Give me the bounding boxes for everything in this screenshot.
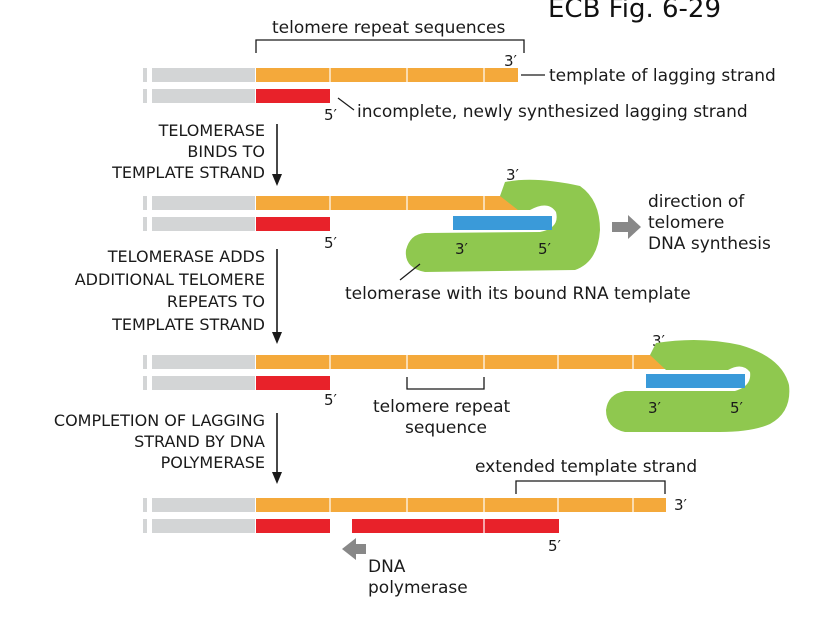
label-repeat-seq-1: telomere repeat [373, 397, 510, 417]
repeat-bracket [255, 39, 525, 53]
label-dna-pol-1: DNA [368, 557, 406, 577]
step-2: TELOMERASE ADDS ADDITIONAL TELOMERE REPE… [75, 247, 282, 344]
lagging-strand [256, 217, 330, 231]
chromosome-bottom [152, 89, 255, 103]
step-3: COMPLETION OF LAGGING STRAND BY DNA POLY… [54, 411, 282, 484]
step-2-line-4: TEMPLATE STRAND [111, 315, 265, 334]
label-repeat-seq-2: sequence [405, 418, 487, 438]
step-1: TELOMERASE BINDS TO TEMPLATE STRAND [111, 121, 282, 186]
prime-5-row2: 5′ [324, 234, 338, 252]
prime-5-row4: 5′ [548, 537, 562, 555]
step-1-line-3: TEMPLATE STRAND [111, 163, 265, 182]
step-2-line-1: TELOMERASE ADDS [107, 247, 265, 266]
leader-line [399, 263, 421, 281]
template-strand [256, 196, 518, 210]
row-4-completed: extended template strand 3′ 5′ DNA polym… [143, 457, 697, 598]
row-2-telomerase-binds: 3′ 5′ 3′ 5′ direction of telomere DNA sy… [143, 166, 771, 304]
chromosome-top [152, 498, 255, 512]
chromosome-break-top [143, 498, 147, 512]
label-telomere-repeat-sequences: telomere repeat sequences [272, 18, 505, 38]
prime-3-row2: 3′ [506, 166, 520, 184]
prime-5-rna-row2: 5′ [538, 240, 552, 258]
label-direction-2: telomere [648, 213, 724, 233]
step-1-line-1: TELOMERASE [158, 121, 265, 140]
row-3-extended: 3′ 5′ 3′ 5′ telomere repeat sequence [143, 332, 790, 438]
label-incomplete-lagging: incomplete, newly synthesized lagging st… [357, 102, 748, 122]
chromosome-break-top [143, 68, 147, 82]
chromosome-break-bottom [143, 376, 147, 390]
prime-3-row1: 3′ [504, 52, 518, 70]
rna-template [646, 374, 745, 388]
lagging-strand [256, 519, 330, 533]
prime-3-row4: 3′ [674, 496, 688, 514]
label-direction-3: DNA synthesis [648, 234, 771, 254]
chromosome-top [152, 355, 255, 369]
lagging-strand [256, 89, 330, 103]
label-direction-1: direction of [648, 192, 745, 212]
chromosome-bottom [152, 519, 255, 533]
repeat-bracket [406, 377, 485, 390]
row-1-initial-dna: telomere repeat sequences 3′ 5′ template… [143, 18, 776, 124]
chromosome-break-bottom [143, 519, 147, 533]
step-2-line-3: REPEATS TO [167, 292, 265, 311]
chromosome-bottom [152, 217, 255, 231]
template-strand [256, 68, 518, 82]
template-strand [256, 498, 666, 512]
polymerase-direction-arrow [342, 538, 366, 560]
chromosome-break-bottom [143, 89, 147, 103]
label-telomerase-rna: telomerase with its bound RNA template [345, 284, 691, 304]
chromosome-bottom [152, 376, 255, 390]
template-strand [256, 355, 666, 369]
chromosome-top [152, 68, 255, 82]
rna-template [453, 216, 552, 230]
telomerase-enzyme [405, 179, 600, 272]
label-extended-template: extended template strand [475, 457, 697, 477]
prime-5-rna-row3: 5′ [730, 399, 744, 417]
new-lagging-strand [352, 519, 559, 533]
step-3-line-1: COMPLETION OF LAGGING [54, 411, 265, 430]
step-arrow-head [272, 174, 282, 186]
chromosome-break-top [143, 196, 147, 210]
label-dna-pol-2: polymerase [368, 578, 468, 598]
synthesis-direction-arrow [612, 215, 641, 239]
prime-3-rna-row2: 3′ [455, 240, 469, 258]
step-3-line-2: STRAND BY DNA [134, 432, 265, 451]
figure-label: ECB Fig. 6-29 [548, 0, 721, 24]
prime-5-row3: 5′ [324, 391, 338, 409]
prime-5-row1: 5′ [324, 106, 338, 124]
step-3-line-3: POLYMERASE [161, 453, 265, 472]
step-1-line-2: BINDS TO [187, 142, 265, 161]
step-2-line-2: ADDITIONAL TELOMERE [75, 270, 265, 289]
prime-3-rna-row3: 3′ [648, 399, 662, 417]
chromosome-break-top [143, 355, 147, 369]
extended-bracket [515, 480, 666, 494]
step-arrow-head [272, 332, 282, 344]
telomerase-enzyme [606, 339, 790, 432]
leader-line [337, 97, 355, 111]
label-template-lagging: template of lagging strand [549, 66, 776, 86]
step-arrow-head [272, 472, 282, 484]
chromosome-top [152, 196, 255, 210]
lagging-strand [256, 376, 330, 390]
chromosome-break-bottom [143, 217, 147, 231]
